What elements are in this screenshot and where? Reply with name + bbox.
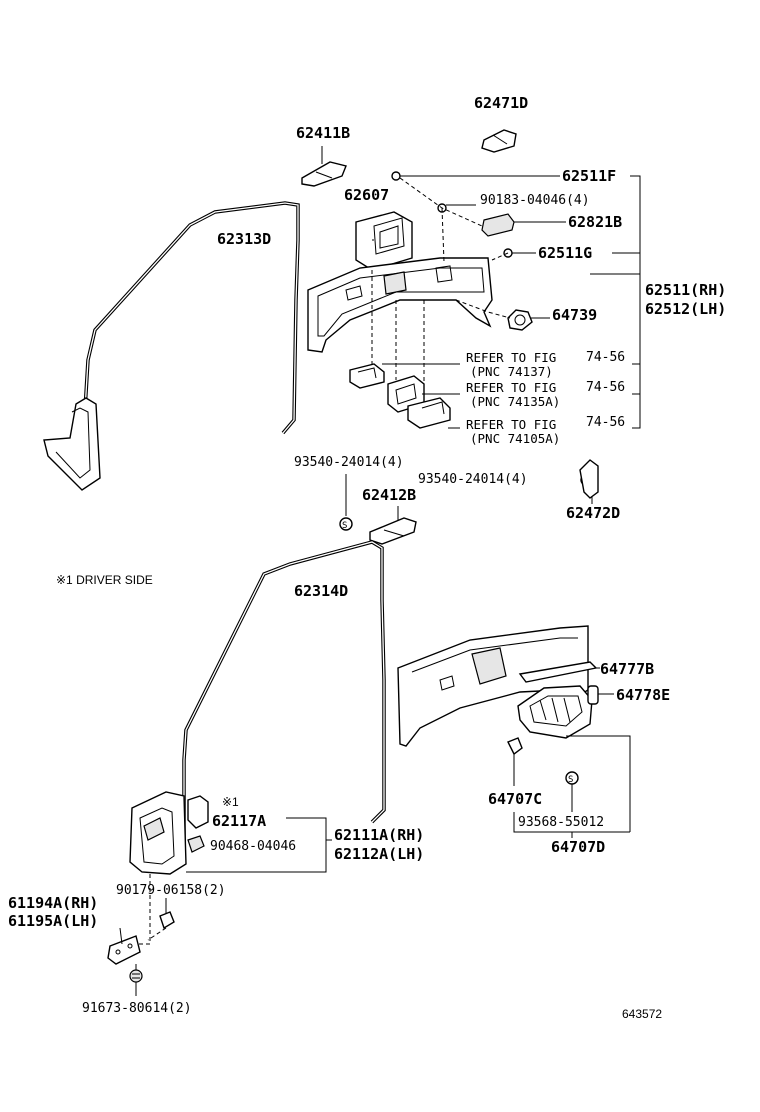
ref-part-3 <box>407 397 451 429</box>
label-64777B: 64777B <box>600 660 654 678</box>
label-93540-24014-b: 93540-24014(4) <box>418 472 528 487</box>
bolt-91673 <box>129 969 143 983</box>
ref3-line1: REFER TO FIG <box>466 417 556 432</box>
label-62512-lh: 62512(LH) <box>645 300 726 318</box>
label-62511G: 62511G <box>538 244 592 262</box>
label-64707C: 64707C <box>488 790 542 808</box>
ref1-fig: 74-56 <box>586 350 625 365</box>
label-62313D: 62313D <box>217 230 271 248</box>
trim-panel-lower <box>397 625 589 747</box>
label-62117A: 62117A <box>212 812 266 830</box>
trim-panel-62511 <box>307 257 493 353</box>
clip-62412B <box>369 517 417 545</box>
driver-side-mark: ※1 <box>222 795 239 809</box>
ref3-fig: 74-56 <box>586 415 625 430</box>
label-90179-06158: 90179-06158(2) <box>116 883 226 898</box>
ref1-line1: REFER TO FIG <box>466 350 556 365</box>
clip-90468 <box>187 835 205 853</box>
screw-93568: S <box>565 771 579 785</box>
label-62471D: 62471D <box>474 94 528 112</box>
label-93568-55012: 93568-55012 <box>518 815 604 830</box>
label-93540-24014-a: 93540-24014(4) <box>294 455 404 470</box>
ref2-line1: REFER TO FIG <box>466 380 556 395</box>
weatherstrip-62313D <box>83 201 300 435</box>
ref-part-1 <box>349 363 385 389</box>
label-62411B: 62411B <box>296 124 350 142</box>
label-90183-04046: 90183-04046(4) <box>480 193 590 208</box>
label-62607: 62607 <box>344 186 389 204</box>
label-62111A-rh: 62111A(RH) <box>334 826 424 844</box>
drawing-number: 643572 <box>622 1007 662 1021</box>
ref2-line2: (PNC 74135A) <box>470 394 560 409</box>
pad-62821B <box>481 213 515 237</box>
box-64707D <box>517 685 593 739</box>
weatherstrip-62314D <box>182 540 386 860</box>
label-64778E: 64778E <box>616 686 670 704</box>
ref2-fig: 74-56 <box>586 380 625 395</box>
svg-text:S: S <box>342 521 347 531</box>
pin-64778E <box>587 685 599 705</box>
ref1-line2: (PNC 74137) <box>470 364 553 379</box>
clip-64707C <box>507 737 523 756</box>
label-62511-rh: 62511(RH) <box>645 281 726 299</box>
pad-62117A <box>187 795 209 829</box>
kick-panel-lower <box>129 791 187 875</box>
label-61195A-lh: 61195A(LH) <box>8 912 98 930</box>
kick-panel-upper <box>43 397 101 491</box>
bracket-61194A <box>107 935 141 965</box>
label-62511F: 62511F <box>562 167 616 185</box>
driver-side-note: ※1 DRIVER SIDE <box>56 573 153 587</box>
label-64739: 64739 <box>552 306 597 324</box>
label-61194A-rh: 61194A(RH) <box>8 894 98 912</box>
clip-62411B <box>301 161 347 187</box>
label-90468-04046: 90468-04046 <box>210 839 296 854</box>
ref3-line2: (PNC 74105A) <box>470 431 560 446</box>
grommet-64739 <box>507 309 533 331</box>
label-62412B: 62412B <box>362 486 416 504</box>
label-64707D: 64707D <box>551 838 605 856</box>
clip-62471D <box>481 129 517 153</box>
label-62314D: 62314D <box>294 582 348 600</box>
label-62472D: 62472D <box>566 504 620 522</box>
screw-93540-a: S <box>339 517 353 531</box>
label-62821B: 62821B <box>568 213 622 231</box>
bracket-62607 <box>355 211 413 271</box>
label-62112A-lh: 62112A(LH) <box>334 845 424 863</box>
label-91673-80614: 91673-80614(2) <box>82 1001 192 1016</box>
svg-text:S: S <box>568 775 573 785</box>
clip-62472D <box>579 459 599 499</box>
nut-90179 <box>159 911 175 930</box>
